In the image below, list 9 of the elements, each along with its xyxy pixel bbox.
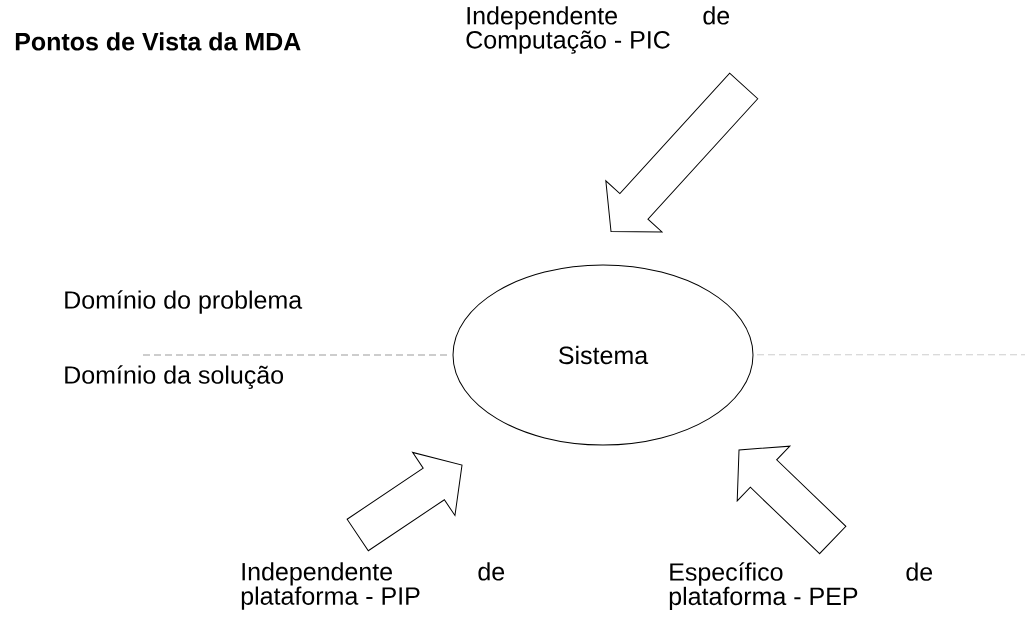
block-arrow [605, 72, 759, 233]
block-arrow [736, 445, 847, 555]
viewpoint-label: Independente de Computação - PIC [466, 6, 730, 54]
block-arrow [346, 451, 463, 552]
title: Pontos de Vista da MDA [15, 32, 301, 51]
region-label: Domínio do problema [65, 290, 303, 314]
viewpoint-label: Independente de plataforma - PIP [241, 562, 505, 610]
viewpoint-label: Específico de plataforma - PEP [669, 562, 933, 611]
region-label: Domínio da solução [65, 365, 284, 389]
